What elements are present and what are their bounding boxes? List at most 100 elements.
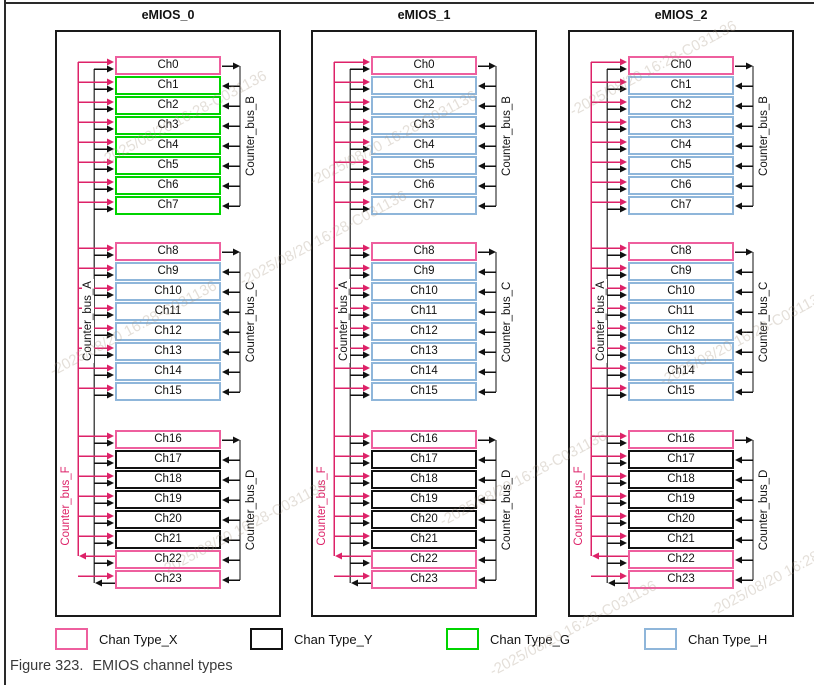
bus-a-in-arrow-head-icon	[620, 311, 627, 319]
bus-f-in-arrow-head-icon	[107, 138, 114, 146]
channel-ch11: Ch11	[371, 302, 477, 321]
right-bus-label: Counter_bus_C	[758, 281, 770, 363]
right-bus-in-arrow-head-icon	[478, 268, 485, 276]
bus-a-in-arrow-head-icon	[107, 499, 114, 507]
bus-a-in-arrow-head-icon	[620, 105, 627, 113]
channel-ch22: Ch22	[115, 550, 221, 569]
channel-ch3: Ch3	[371, 116, 477, 135]
bus-a-in-arrow-head-icon	[363, 391, 370, 399]
channel-ch6: Ch6	[115, 176, 221, 195]
right-bus-in-arrow-head-icon	[222, 348, 229, 356]
bus-a-in-arrow-head-icon	[620, 125, 627, 133]
bus-f-in-arrow-head-icon	[363, 472, 370, 480]
bus-a-in-arrow-head-icon	[107, 251, 114, 259]
bus-a-in-arrow-head-icon	[363, 271, 370, 279]
channel-ch12: Ch12	[628, 322, 734, 341]
right-bus-in-arrow-head-icon	[735, 516, 742, 524]
channel-ch5: Ch5	[115, 156, 221, 175]
right-bus-in-arrow-head-icon	[222, 268, 229, 276]
right-bus-label: Counter_bus_D	[758, 469, 770, 551]
bus-f-in-arrow-head-icon	[620, 158, 627, 166]
channel-ch4: Ch4	[115, 136, 221, 155]
channel-ch18: Ch18	[371, 470, 477, 489]
emios-block-title: eMIOS_2	[654, 8, 708, 22]
channel-ch18: Ch18	[628, 470, 734, 489]
right-bus-in-arrow-head-icon	[478, 556, 485, 564]
right-bus-in-arrow-head-icon	[222, 202, 229, 210]
channel-ch19: Ch19	[628, 490, 734, 509]
right-bus-in-arrow-head-icon	[735, 576, 742, 584]
channel-ch5: Ch5	[371, 156, 477, 175]
bus-a-in-arrow-head-icon	[363, 165, 370, 173]
channel-out-to-right-bus-arrow-head-icon	[746, 436, 753, 444]
right-bus-in-arrow-head-icon	[735, 328, 742, 336]
bus-f-in-arrow-head-icon	[620, 138, 627, 146]
bus-a-in-arrow-head-icon	[620, 479, 627, 487]
channel-ch8: Ch8	[115, 242, 221, 261]
bus-f-in-arrow-head-icon	[620, 98, 627, 106]
channel-out-to-right-bus-arrow-head-icon	[746, 248, 753, 256]
right-bus-in-arrow-head-icon	[735, 496, 742, 504]
channel-ch7: Ch7	[628, 196, 734, 215]
channel-ch2: Ch2	[115, 96, 221, 115]
bus-f-in-arrow-head-icon	[620, 58, 627, 66]
channel-ch9: Ch9	[628, 262, 734, 281]
right-bus-in-arrow-head-icon	[735, 82, 742, 90]
bus-a-in-arrow-head-icon	[363, 479, 370, 487]
channel-ch6: Ch6	[371, 176, 477, 195]
bus-f-in-arrow-head-icon	[363, 432, 370, 440]
right-bus-in-arrow-head-icon	[222, 288, 229, 296]
channel-ch3: Ch3	[628, 116, 734, 135]
channel-out-to-right-bus-arrow-head-icon	[233, 62, 240, 70]
bus-a-in-arrow-head-icon	[363, 331, 370, 339]
channel-ch0: Ch0	[628, 56, 734, 75]
right-bus-in-arrow-head-icon	[222, 516, 229, 524]
bus-a-in-arrow-head-icon	[620, 391, 627, 399]
bus-a-in-arrow-head-icon	[620, 459, 627, 467]
bus-f-in-arrow-head-icon	[107, 512, 114, 520]
right-bus-in-arrow-head-icon	[735, 476, 742, 484]
channel-ch14: Ch14	[371, 362, 477, 381]
bus-a-in-arrow-head-icon	[107, 145, 114, 153]
channel-ch22: Ch22	[371, 550, 477, 569]
bus-f-in-arrow-head-icon	[107, 264, 114, 272]
emios-block-title: eMIOS_1	[397, 8, 451, 22]
bus-a-in-arrow-head-icon	[620, 559, 627, 567]
right-bus-in-arrow-head-icon	[222, 122, 229, 130]
bus-a-in-arrow-head-icon	[107, 391, 114, 399]
bus-f-in-arrow-head-icon	[107, 78, 114, 86]
bus-f-in-arrow-head-icon	[107, 572, 114, 580]
page-border-top	[4, 2, 814, 4]
chan-type-g-swatch	[446, 628, 479, 650]
channel-ch6: Ch6	[628, 176, 734, 195]
bus-a-in-arrow-head-icon	[107, 371, 114, 379]
right-bus-in-arrow-head-icon	[735, 308, 742, 316]
bus-f-in-arrow-head-icon	[620, 78, 627, 86]
right-bus-in-arrow-head-icon	[735, 556, 742, 564]
bus-a-in-arrow-head-icon	[363, 519, 370, 527]
counter-bus-a-label: Counter_bus_A	[595, 279, 607, 363]
channel-ch10: Ch10	[371, 282, 477, 301]
right-bus-in-arrow-head-icon	[735, 182, 742, 190]
legend-item-chan-type-y: Chan Type_Y	[250, 628, 373, 650]
bus-a-in-arrow-head-icon	[107, 125, 114, 133]
bus-f-in-arrow-head-icon	[107, 492, 114, 500]
channel-ch23: Ch23	[371, 570, 477, 589]
bus-f-in-arrow-head-icon	[363, 244, 370, 252]
bus-a-in-arrow-head-icon	[107, 439, 114, 447]
channel-ch11: Ch11	[628, 302, 734, 321]
page-border-left	[4, 0, 6, 685]
bus-f-in-arrow-head-icon	[620, 432, 627, 440]
bus-f-in-arrow-head-icon	[107, 532, 114, 540]
bus-a-in-arrow-head-icon	[620, 205, 627, 213]
bus-f-in-arrow-head-icon	[107, 344, 114, 352]
bus-f-in-arrow-head-icon	[107, 284, 114, 292]
counter-bus-a-label: Counter_bus_A	[82, 279, 94, 363]
bus-a-in-arrow-head-icon	[620, 499, 627, 507]
bus-f-in-arrow-head-icon	[363, 158, 370, 166]
chan-type-y-swatch	[250, 628, 283, 650]
channel-out-to-bus-f-arrow-head-icon	[335, 552, 342, 560]
counter-bus-a-label: Counter_bus_A	[338, 279, 350, 363]
emios-block-outline	[55, 30, 281, 617]
